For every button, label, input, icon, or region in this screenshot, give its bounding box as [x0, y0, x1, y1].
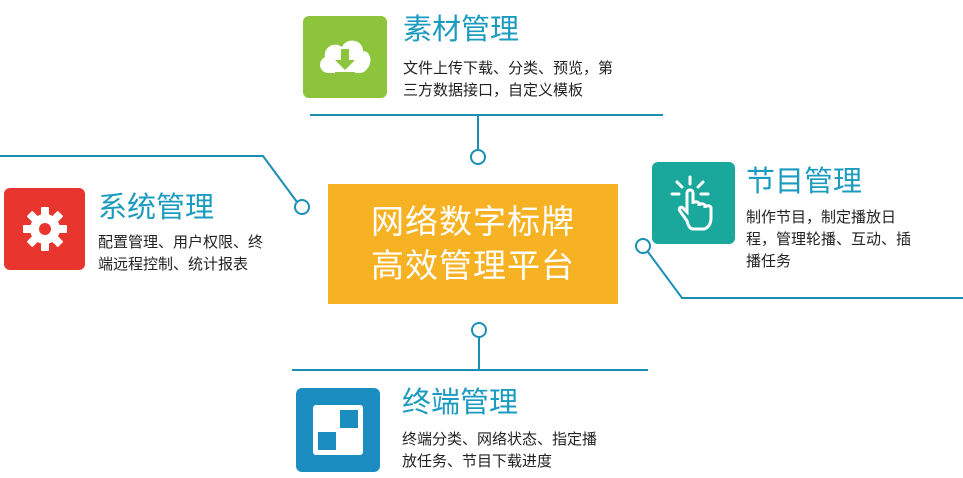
terminal-icon-box	[296, 388, 380, 472]
program-desc-line1: 制作节目，制定播放日	[746, 208, 897, 226]
system-connector	[0, 155, 298, 203]
terminal-desc-line2: 放任务、节目下载进度	[402, 452, 553, 470]
system-desc-line1: 配置管理、用户权限、终	[98, 233, 264, 251]
tap-hand-icon	[670, 175, 712, 231]
system-icon-box	[4, 188, 85, 270]
program-connector	[647, 251, 963, 299]
material-icon-box	[303, 16, 387, 98]
program-icon-box	[652, 162, 735, 244]
center-platform-box: 网络数字标牌 高效管理平台	[328, 184, 618, 304]
program-desc-line3: 播任务	[746, 252, 792, 270]
center-title-line2: 高效管理平台	[371, 246, 575, 285]
material-desc-line1: 文件上传下载、分类、预览，第	[403, 59, 614, 77]
terminal-desc-line1: 终端分类、网络状态、指定播	[402, 430, 598, 448]
system-desc-line2: 端远程控制、统计报表	[98, 255, 249, 273]
screen-blocks-icon	[313, 405, 363, 455]
system-title: 系统管理	[98, 190, 215, 224]
gear-icon	[22, 207, 67, 251]
material-node	[470, 149, 486, 165]
terminal-title: 终端管理	[402, 385, 519, 419]
center-title-line1: 网络数字标牌	[371, 202, 575, 241]
material-desc-line2: 三方数据接口，自定义模板	[403, 81, 584, 99]
program-node	[635, 238, 651, 254]
program-desc-line2: 程，管理轮播、互动、插	[746, 230, 912, 248]
terminal-node	[471, 322, 487, 338]
material-title: 素材管理	[403, 12, 520, 46]
system-node	[294, 199, 310, 215]
program-title: 节目管理	[746, 164, 863, 198]
cloud-download-icon	[320, 40, 371, 75]
